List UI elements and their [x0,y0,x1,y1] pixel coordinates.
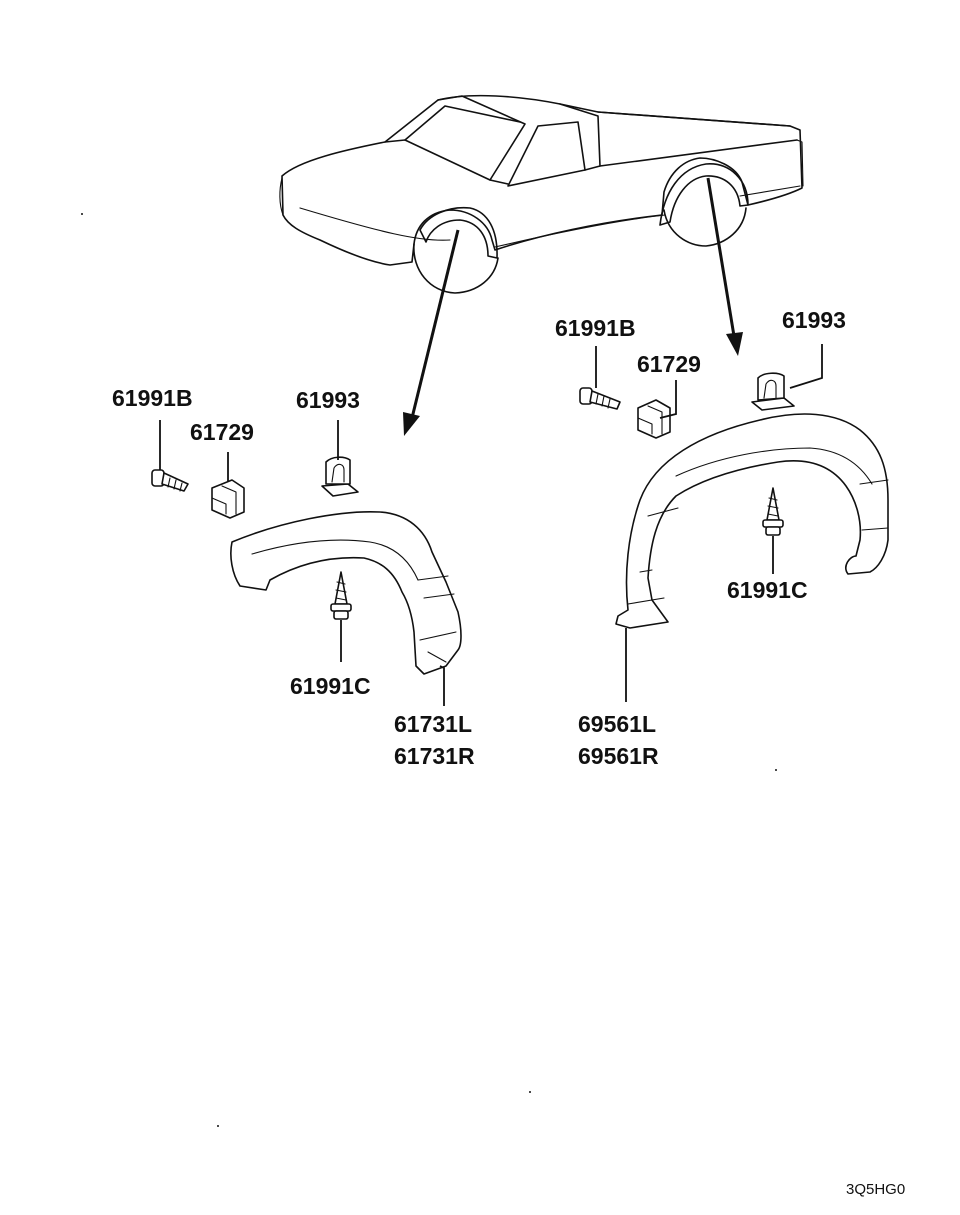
nut-61993-rear [751,372,795,411]
leader-lines [159,344,823,706]
label-61729-rear: 61729 [637,351,701,377]
label-61729-front: 61729 [190,419,254,445]
label-61731l: 61731L [394,711,472,737]
label-69561l: 69561L [578,711,656,737]
diagram-code: 3Q5HG0 [846,1181,905,1198]
label-61991b-front: 61991B [112,385,193,411]
screw-61991c-front [330,571,352,620]
front-fender-extension [230,510,462,675]
scan-specks [81,213,777,1127]
screw-61991b-front [151,469,189,492]
label-61993-front: 61993 [296,387,360,413]
label-69561r: 69561R [578,743,659,769]
rear-fender-extension [615,413,889,629]
pickup-truck-illustration [279,94,804,294]
screw-61991b-rear [579,387,621,410]
clip-61729-rear [637,399,671,439]
arrow-front [403,229,460,436]
label-61991c-rear: 61991C [727,577,808,603]
screw-61991c-rear [762,487,784,536]
label-61991b-rear: 61991B [555,315,636,341]
label-61993-rear: 61993 [782,307,846,333]
label-61731r: 61731R [394,743,475,769]
label-61991c-front: 61991C [290,673,371,699]
nut-61993-front [321,456,359,497]
arrow-rear [706,177,743,356]
clip-61729-front [211,479,245,519]
